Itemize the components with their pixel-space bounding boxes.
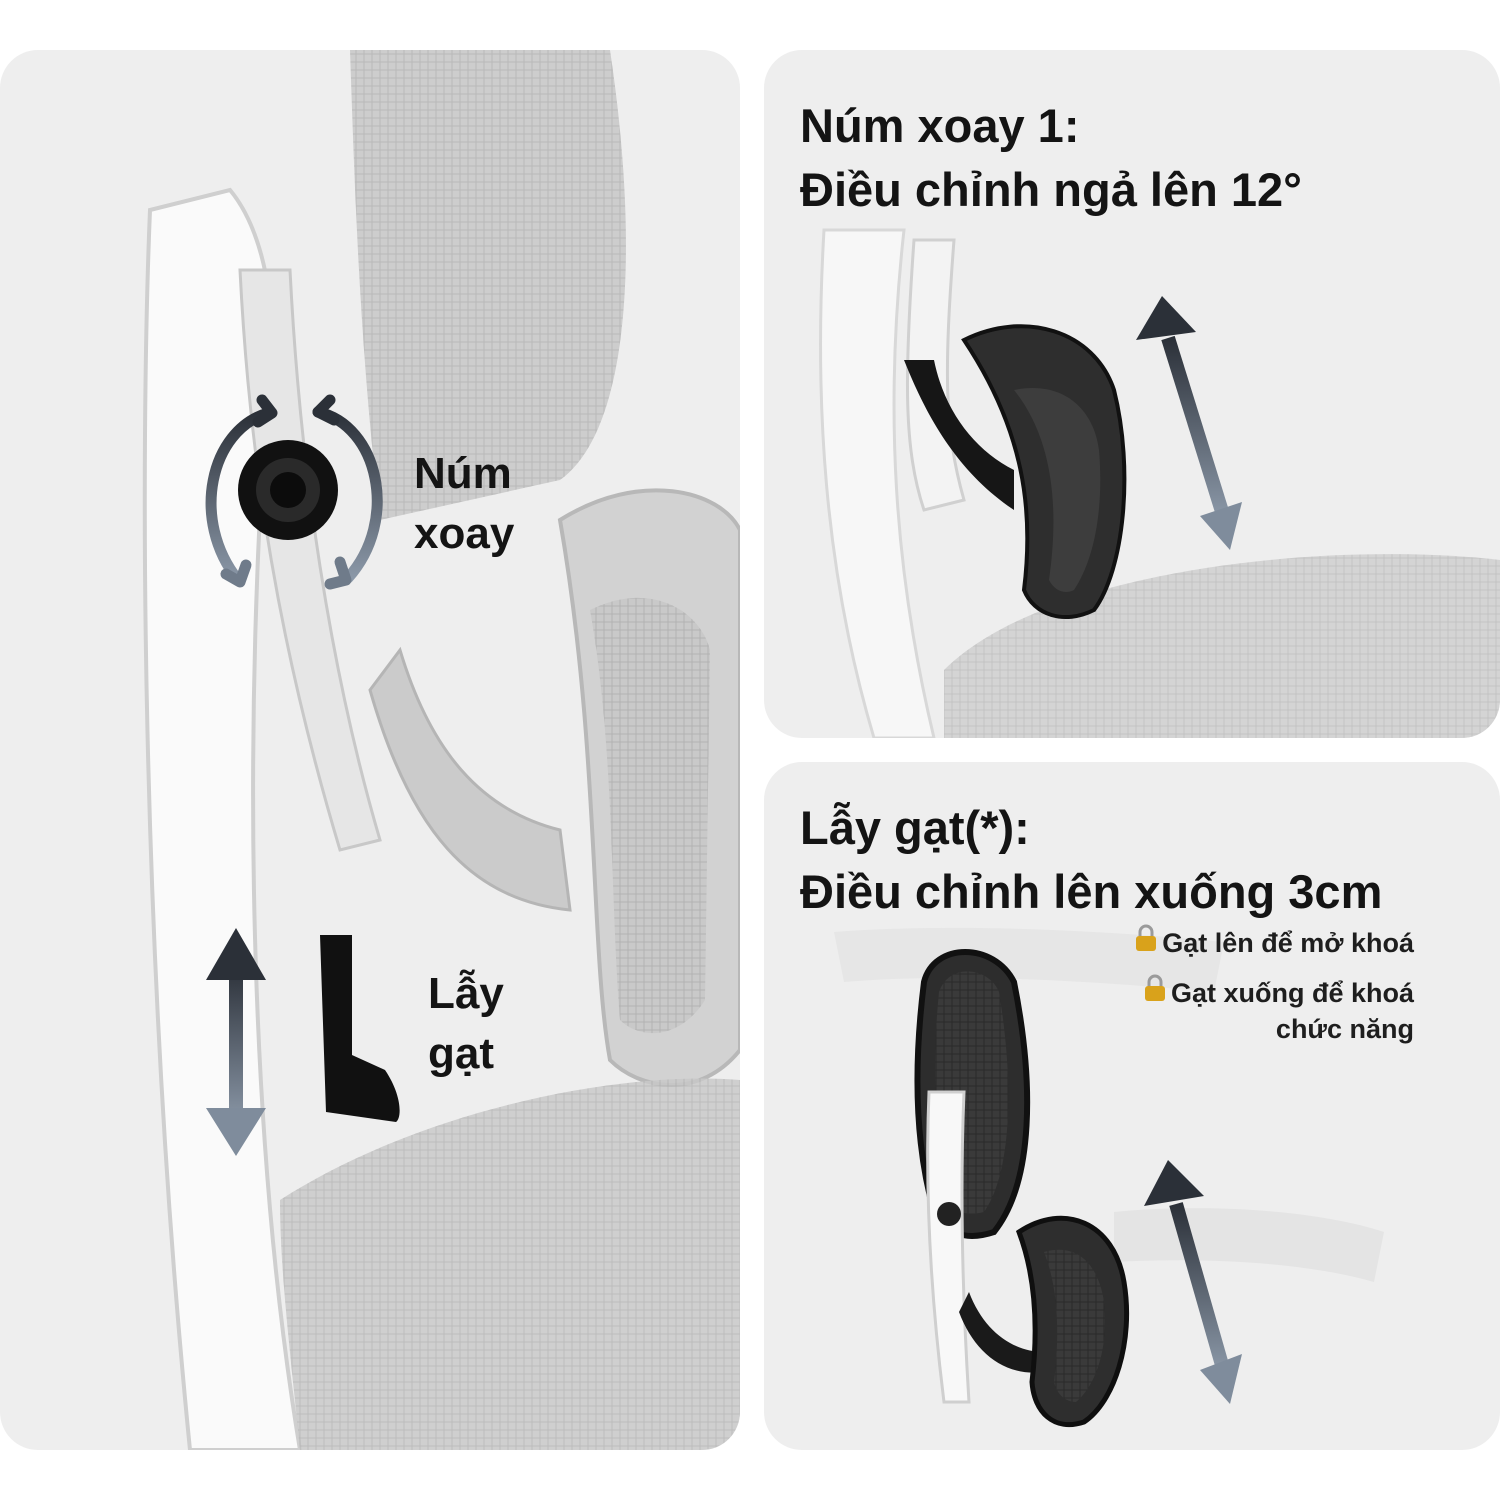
lever-shape bbox=[320, 935, 400, 1122]
lever-label-line2: gạt bbox=[428, 1029, 494, 1078]
lock-icon bbox=[1143, 974, 1167, 1011]
lock-note-line2: chức năng bbox=[1275, 1014, 1414, 1044]
tilt-heading-line2: Điều chỉnh ngả lên 12° bbox=[800, 163, 1302, 216]
height-heading-line2: Điều chỉnh lên xuống 3cm bbox=[800, 865, 1383, 918]
tilt-heading: Núm xoay 1: Điều chỉnh ngả lên 12° bbox=[800, 94, 1302, 222]
height-heading: Lẫy gạt(*): Điều chỉnh lên xuống 3cm bbox=[800, 796, 1382, 924]
knob-label-line2: xoay bbox=[414, 509, 515, 558]
rotate-arc-left-icon bbox=[205, 407, 274, 586]
height-arrow-icon bbox=[1144, 1160, 1242, 1404]
lever-label-line1: Lẫy bbox=[428, 969, 504, 1018]
lock-note: Gạt xuống để khoá chức năng bbox=[1143, 974, 1414, 1047]
top-right-panel: Núm xoay 1: Điều chỉnh ngả lên 12° bbox=[764, 50, 1500, 738]
lock-icon bbox=[1134, 924, 1158, 961]
knob-label-line1: Núm bbox=[414, 449, 512, 498]
up-down-arrow-icon bbox=[206, 928, 266, 1156]
lever-label: Lẫy gạt bbox=[428, 964, 504, 1084]
headrest-tilt-illustration bbox=[819, 228, 1500, 738]
unlock-note-text: Gạt lên để mở khoá bbox=[1162, 928, 1414, 958]
chair-side-illustration bbox=[142, 50, 740, 1450]
unlock-note: Gạt lên để mở khoá bbox=[1134, 924, 1414, 961]
knob-label: Núm xoay bbox=[414, 444, 514, 564]
left-panel: Núm xoay Lẫy gạt bbox=[0, 50, 740, 1450]
tilt-arrow-icon bbox=[1136, 296, 1242, 550]
bottom-right-panel: Lẫy gạt(*): Điều chỉnh lên xuống 3cm Gạt… bbox=[764, 762, 1500, 1450]
tilt-heading-line1: Núm xoay 1: bbox=[800, 99, 1080, 152]
headrest-height-illustration bbox=[834, 927, 1384, 1428]
lock-note-line1: Gạt xuống để khoá bbox=[1170, 978, 1414, 1008]
height-heading-line1: Lẫy gạt(*): bbox=[800, 801, 1030, 854]
